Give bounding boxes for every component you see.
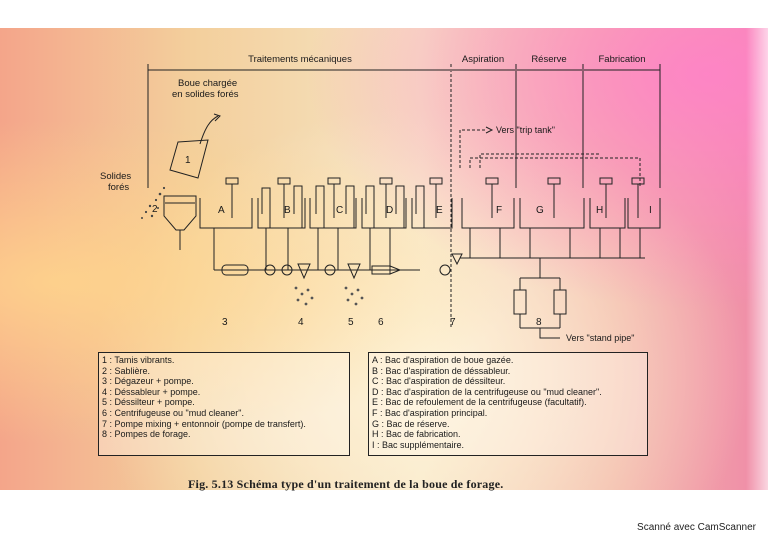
section-aspiration: Aspiration (462, 54, 504, 65)
legend-item: F : Bac d'aspiration principal. (372, 407, 488, 418)
section-fabrication: Fabrication (599, 54, 646, 65)
num-1: 1 (185, 155, 191, 166)
tank-label-G: G (536, 205, 544, 216)
solids-discharge-4 (294, 286, 314, 306)
label-boue-2: en solides forés (172, 89, 239, 100)
num-5: 5 (348, 317, 354, 328)
label-solides-2: forés (108, 182, 129, 193)
shaker-screen-1 (169, 139, 209, 179)
label-trip-tank: Vers "trip tank" (496, 125, 555, 135)
tank-D (361, 198, 407, 229)
agitators (225, 177, 645, 218)
scanned-page (0, 28, 768, 490)
pump-desander (264, 264, 276, 276)
tank-label-F: F (496, 205, 502, 216)
solids-discharge-5 (344, 286, 364, 306)
legend-item: E : Bac de refoulement de la centrifugeu… (372, 397, 587, 408)
tank-label-B: B (284, 205, 291, 216)
legend-equipment: 1 : Tamis vibrants. 2 : Sablière. 3 : Dé… (98, 352, 350, 456)
num-7: 7 (450, 317, 456, 328)
legend-item: 5 : Déssilteur + pompe. (102, 397, 195, 408)
num-8: 8 (536, 317, 542, 328)
tank-G (519, 198, 585, 229)
sand-trap-2 (163, 195, 197, 231)
tank-H (589, 198, 626, 229)
hopper-7 (451, 253, 463, 266)
legend-item: C : Bac d'aspiration de déssilteur. (372, 376, 506, 387)
cuttings-pile (141, 186, 166, 219)
tank-C (309, 198, 357, 229)
section-mecanique: Traitements mécaniques (248, 54, 352, 65)
tank-F (461, 198, 515, 229)
desander-cone-4 (297, 263, 311, 280)
desilter-cone-5 (347, 263, 361, 280)
legend-item: 6 : Centrifugeuse ou "mud cleaner". (102, 407, 244, 418)
legend-item: 7 : Pompe mixing + entonnoir (pompe de t… (102, 418, 306, 429)
mud-pump-8b (553, 289, 567, 315)
tank-label-C: C (336, 205, 343, 216)
tank-A (199, 198, 253, 229)
label-solides-1: Solides (100, 171, 131, 182)
num-3: 3 (222, 317, 228, 328)
label-boue-1: Boue chargée (178, 78, 237, 89)
tank-label-D: D (386, 205, 393, 216)
figure-caption: Fig. 5.13 Schéma type d'un traitement de… (188, 477, 504, 491)
degasser-3 (221, 264, 249, 276)
legend-item: I : Bac supplémentaire. (372, 439, 465, 450)
tank-E (411, 198, 453, 229)
tank-I (627, 198, 661, 229)
legend-item: A : Bac d'aspiration de boue gazée. (372, 355, 514, 365)
tank-label-A: A (218, 205, 225, 216)
pump-desilter (324, 264, 336, 276)
camscanner-footer: Scanné avec CamScanner (637, 522, 756, 533)
tank-label-E: E (436, 205, 443, 216)
mixing-pump-7 (439, 264, 451, 276)
process-diagram: Traitements mécaniques Aspiration Réserv… (100, 54, 661, 343)
legend-item: H : Bac de fabrication. (372, 429, 461, 440)
legend-item: 8 : Pompes de forage. (102, 429, 191, 440)
legend-item: 3 : Dégazeur + pompe. (102, 376, 194, 387)
legend-item: B : Bac d'aspiration de déssableur. (372, 365, 511, 376)
tank-B (257, 198, 306, 229)
section-reserve: Réserve (531, 54, 566, 65)
num-4: 4 (298, 317, 304, 328)
legend-item: D : Bac d'aspiration de la centrifugeuse… (372, 386, 602, 397)
num-6: 6 (378, 317, 384, 328)
tank-label-H: H (596, 205, 603, 216)
legend-item: 1 : Tamis vibrants. (102, 355, 175, 365)
label-stand-pipe: Vers "stand pipe" (566, 333, 634, 343)
mud-pump-8a (513, 289, 527, 315)
tank-label-I: I (649, 205, 652, 216)
legend-item: 2 : Sablière. (102, 365, 151, 376)
page-edge (746, 28, 768, 490)
num-2: 2 (152, 204, 158, 215)
legend-tanks: A : Bac d'aspiration de boue gazée. B : … (368, 352, 648, 456)
legend-item: G : Bac de réserve. (372, 418, 450, 429)
legend-item: 4 : Déssableur + pompe. (102, 386, 201, 397)
